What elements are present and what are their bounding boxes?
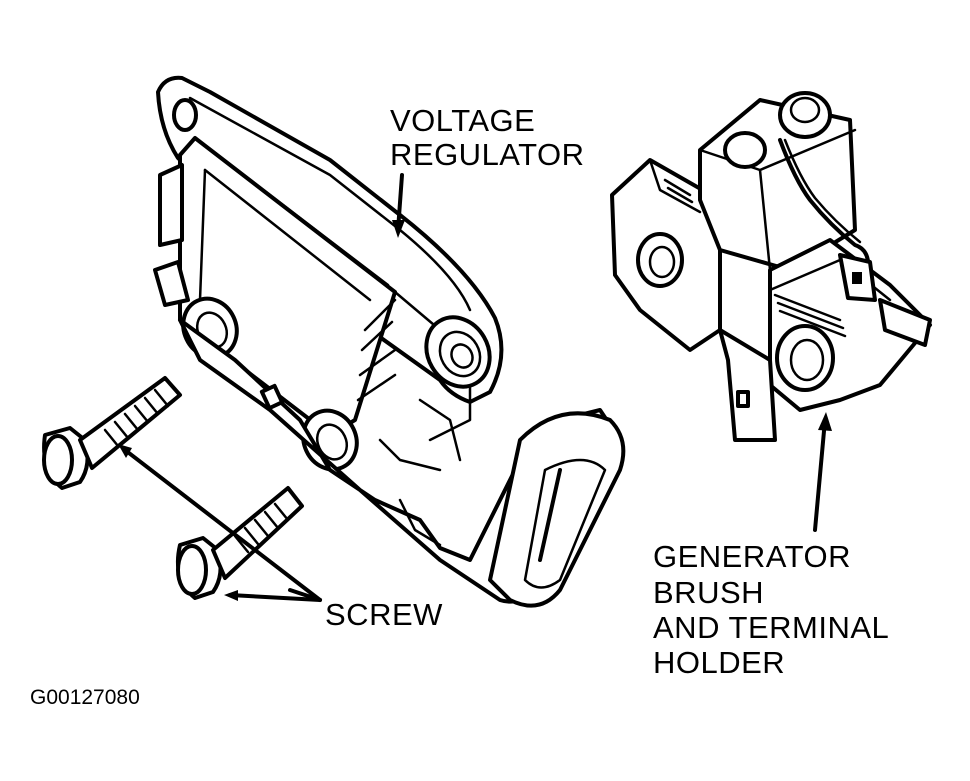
figure-code: G00127080 [30,686,140,709]
voltage-regulator-label-line2: REGULATOR [390,137,585,172]
generator-holder-label-line2: BRUSH [653,575,765,610]
generator-holder-label-line1: GENERATOR [653,539,851,574]
leader-screw [118,444,322,602]
screw-label: SCREW [325,597,443,632]
generator-brush-holder-illustration [610,91,932,442]
generator-holder-label-line4: HOLDER [653,645,786,680]
leader-generator-holder [813,412,832,532]
generator-holder-label-line3: AND TERMINAL [653,610,890,645]
leader-voltage-regulator [392,173,405,238]
voltage-regulator-label-line1: VOLTAGE [390,103,536,138]
screw-upper [42,376,182,490]
